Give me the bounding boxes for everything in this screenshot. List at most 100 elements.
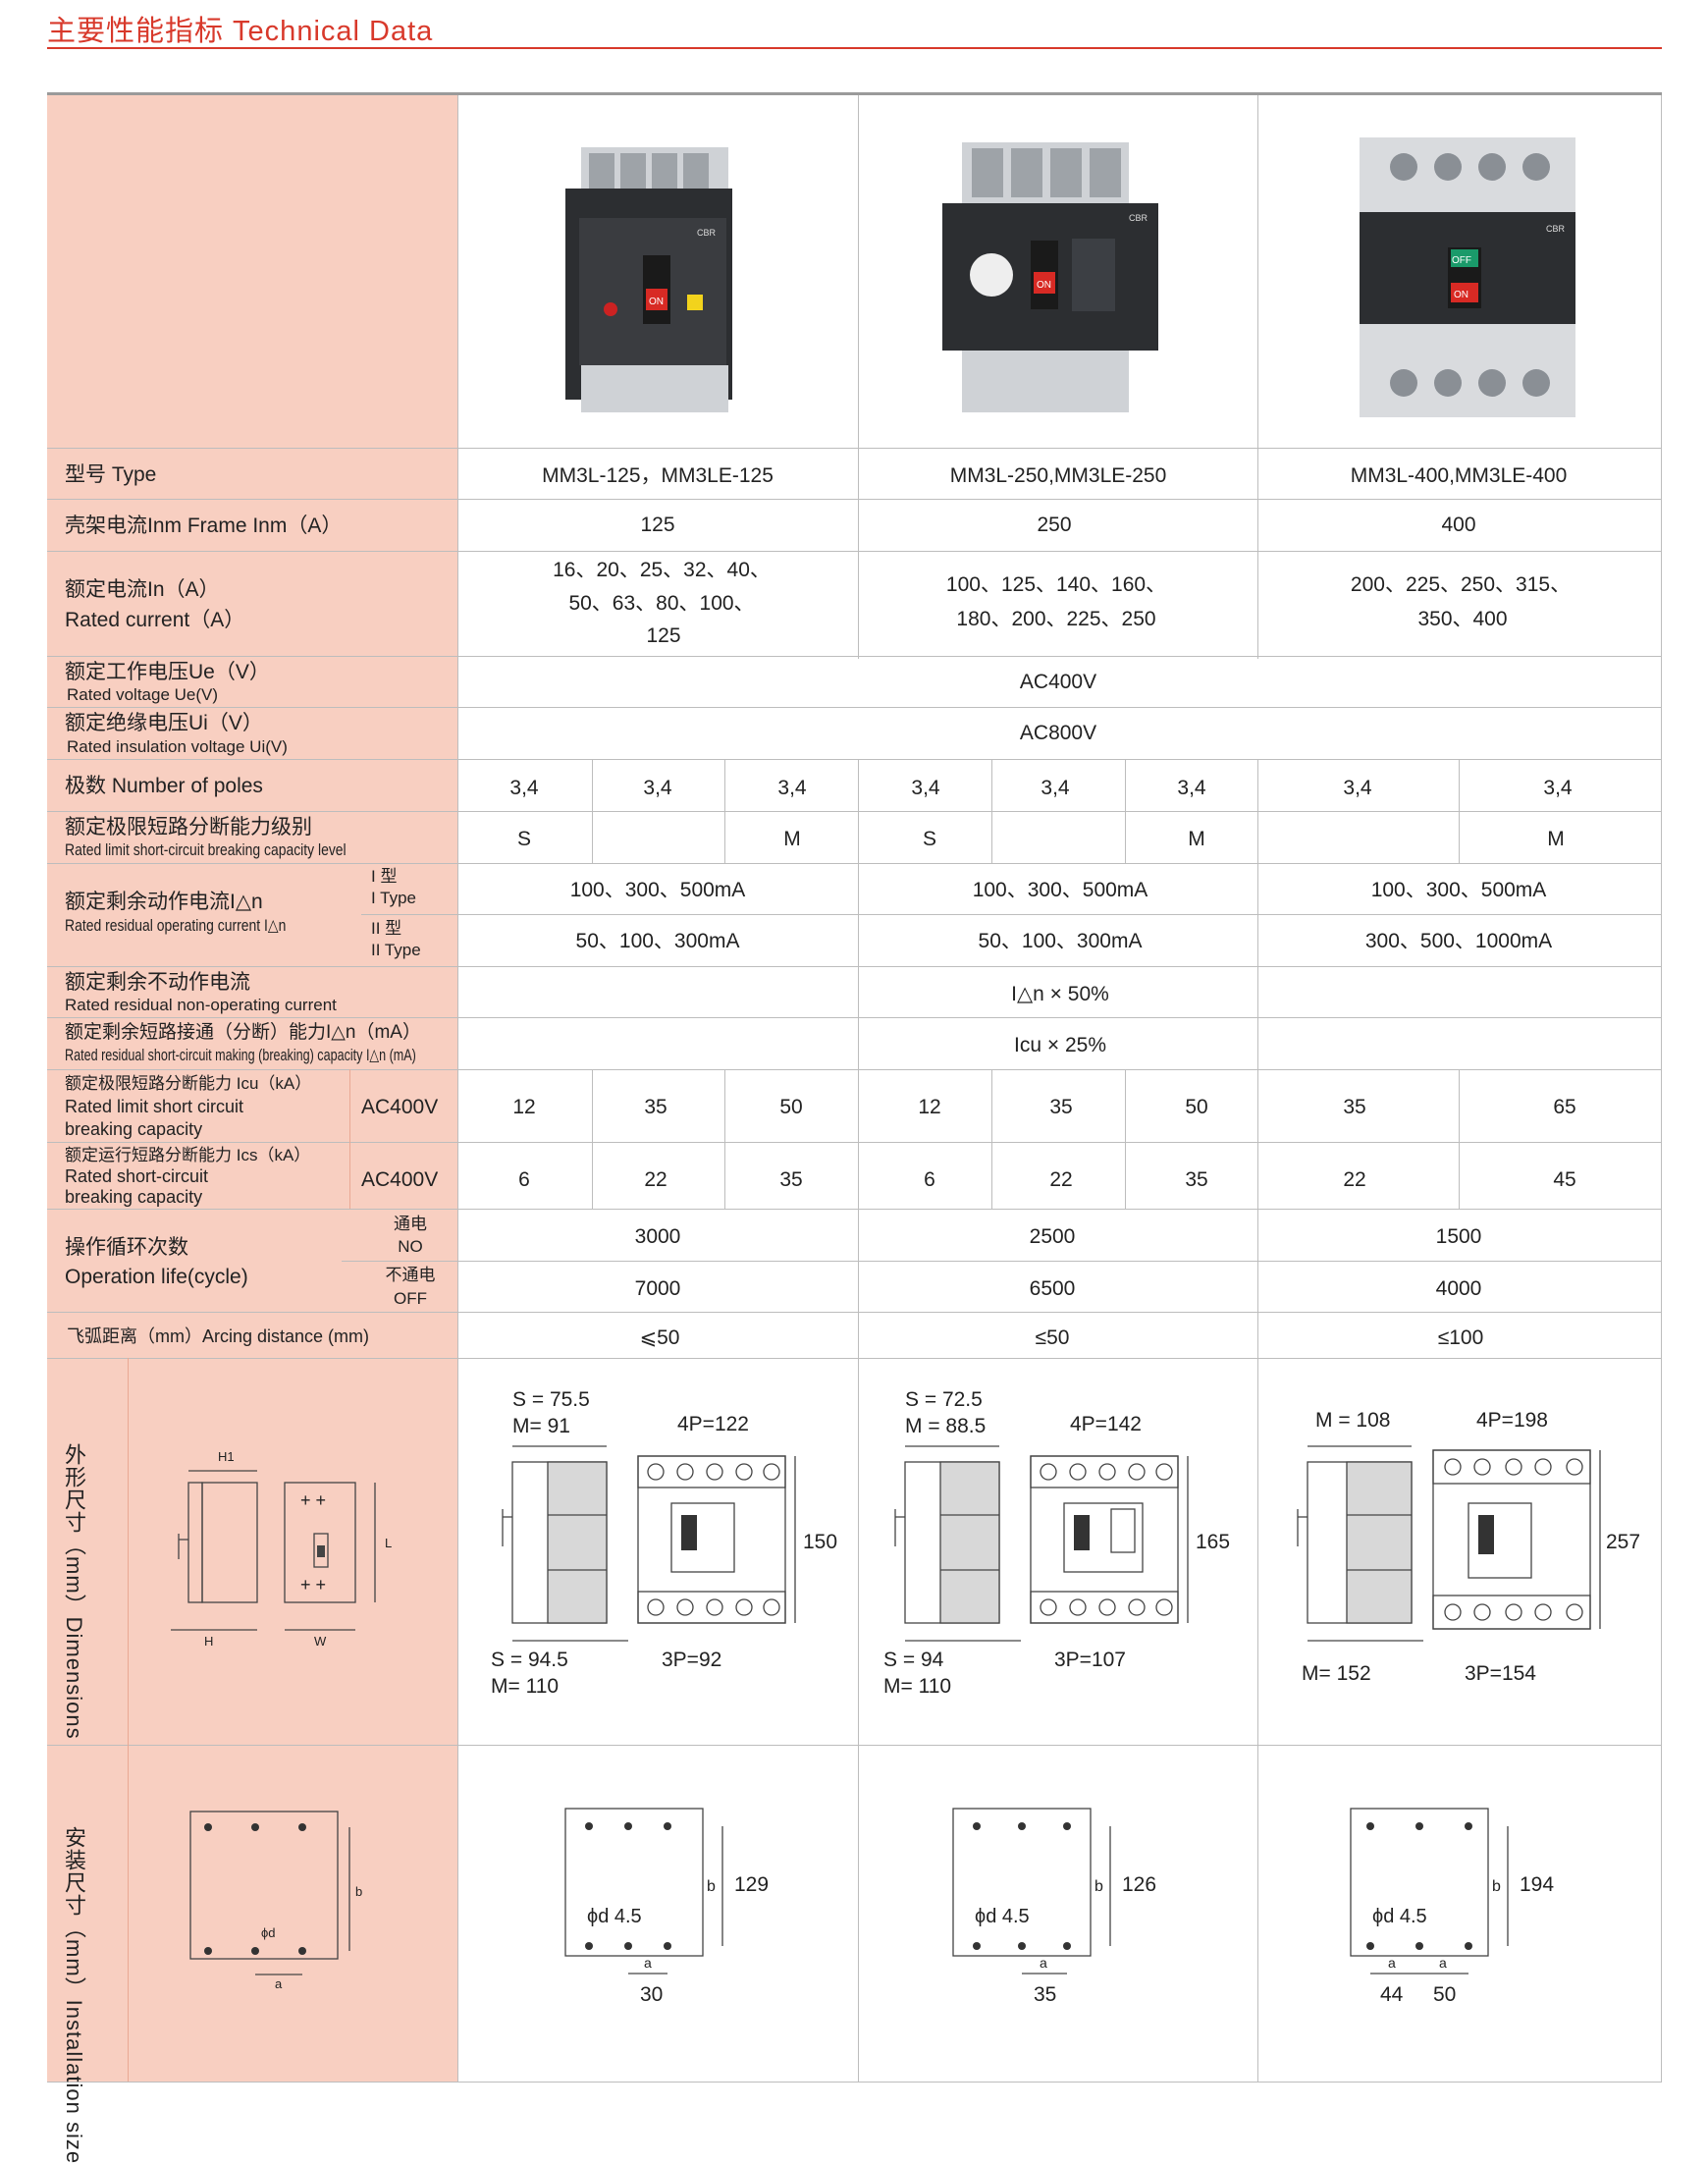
grid-line: [47, 1069, 1662, 1070]
cell-ue: AC400V: [1019, 671, 1097, 693]
dim-m-bot: M= 110: [883, 1675, 951, 1698]
grid-line: [592, 759, 593, 863]
grid-line: [47, 1142, 1662, 1143]
on-label: ON: [649, 297, 664, 307]
cell-ics: 6: [518, 1168, 530, 1191]
cell-ics: 6: [924, 1168, 935, 1191]
cell-type1: 100、300、500mA: [569, 879, 746, 901]
cell-arcing: ⩽50: [639, 1326, 680, 1349]
label-making-cn: 额定剩余短路接通（分断）能力I△n（mA）: [65, 1022, 421, 1043]
grid-line: [47, 448, 1662, 449]
cell-ics: 45: [1553, 1168, 1576, 1191]
label-icu-en2: breaking capacity: [65, 1119, 203, 1139]
cell-rated-current: 100、125、140、160、: [945, 573, 1167, 596]
grid-line: [1257, 95, 1258, 659]
label-on-en: NO: [398, 1237, 423, 1256]
install-drawing-400: b 194 ϕd 4.5 a a 44 50: [1350, 1808, 1554, 2006]
cell-op-off: 7000: [634, 1277, 681, 1300]
cell-frame: 125: [640, 514, 675, 536]
cell-arcing: ≤100: [1437, 1326, 1484, 1349]
cell-type2: 300、500、1000mA: [1364, 930, 1553, 952]
dim-m-bot: M= 110: [491, 1675, 559, 1698]
dim-m-bot: M= 152: [1302, 1662, 1371, 1685]
grid-line: [128, 1358, 129, 2082]
label-type1-en: I Type: [371, 889, 416, 907]
dimension-drawing-400: M = 108 4P=198 257 M= 152 3P=154: [1297, 1409, 1640, 1685]
install-spacing: 30: [640, 1983, 663, 2006]
l-label: L: [385, 1536, 392, 1550]
cell-ics: 22: [1343, 1168, 1366, 1191]
dim-3p: 3P=154: [1465, 1662, 1536, 1685]
dim-m-top: M = 108: [1315, 1409, 1390, 1432]
grid-line: [1459, 1069, 1460, 1209]
dim-s-bot: S = 94.5: [491, 1649, 568, 1671]
grid-line: [47, 551, 1662, 552]
install-hole-diameter: ϕd 4.5: [975, 1906, 1030, 1927]
cell-frame: 400: [1441, 514, 1476, 536]
grid-line: [1459, 759, 1460, 863]
cell-rated-current: 16、20、25、32、40、: [553, 559, 771, 581]
cell-poles: 3,4: [911, 777, 940, 799]
cell-ics: 22: [644, 1168, 667, 1191]
label-ics-en2: breaking capacity: [65, 1187, 203, 1207]
cell-poles: 3,4: [509, 777, 539, 799]
cell-ics: 35: [1185, 1168, 1208, 1191]
grid-line: [342, 1261, 1662, 1262]
label-level-en: Rated limit short-circuit breaking capac…: [65, 840, 347, 859]
grid-line: [47, 1745, 1662, 1746]
install-a: a: [1388, 1955, 1396, 1971]
label-dimensions: 外形尺寸（mm）Dimensions: [62, 1443, 86, 1740]
brand-label: CBR: [1129, 213, 1148, 223]
generic-dimension-drawing: H1 H + + + + W L: [171, 1449, 392, 1649]
label-arcing: 飞弧距离（mm）Arcing distance (mm): [67, 1326, 370, 1346]
grid-line: [47, 2082, 1662, 2083]
svg-text:+ +: + +: [300, 1490, 326, 1510]
label-type2-cn: II 型: [371, 919, 402, 938]
on-label: ON: [1037, 280, 1051, 291]
label-oplife-cn: 操作循环次数: [65, 1236, 188, 1259]
w-label: W: [314, 1634, 327, 1649]
cell-level: M: [1547, 828, 1565, 850]
cell-level: M: [1188, 828, 1205, 850]
brand-label: CBR: [1546, 224, 1566, 234]
dimension-drawing-125: S = 75.5 M= 91 4P=122 150 S = 94.5 M= 11…: [491, 1388, 837, 1698]
cell-making: Icu × 25%: [1014, 1034, 1106, 1056]
cell-rated-current: 50、63、80、100、: [568, 592, 755, 615]
install-a: a: [644, 1955, 652, 1971]
install-b: b: [707, 1878, 716, 1895]
cell-level: S: [516, 828, 532, 850]
cell-ui: AC800V: [1019, 722, 1097, 744]
label-nonop-cn: 额定剩余不动作电流: [65, 971, 250, 994]
cell-model: MM3L-250,MM3LE-250: [949, 464, 1167, 487]
grid-line: [457, 95, 458, 2082]
cell-poles: 3,4: [643, 777, 672, 799]
install-b: b: [1094, 1878, 1103, 1895]
install-spacing: 44: [1380, 1983, 1404, 2006]
label-rated-current-en: Rated current（A）: [65, 609, 245, 631]
install-a: a: [1040, 1955, 1047, 1971]
label-off-en: OFF: [394, 1289, 427, 1308]
grid-line: [47, 811, 1662, 812]
dimension-drawing-250: S = 72.5 M = 88.5 4P=142 165 S = 94 M= 1…: [883, 1388, 1230, 1698]
install-b: b: [1492, 1878, 1501, 1895]
label-install: 安装尺寸（mm）Installation size: [62, 1826, 86, 2164]
label-making-en: Rated residual short-circuit making (bre…: [65, 1046, 416, 1064]
grid-line: [361, 914, 1662, 915]
cell-op-off: 4000: [1435, 1277, 1482, 1300]
label-ui-en: Rated insulation voltage Ui(V): [67, 737, 288, 756]
cell-op-on: 1500: [1435, 1225, 1482, 1248]
breaker-photo-400: OFF ON CBR: [1360, 137, 1575, 417]
install-height: 126: [1122, 1873, 1156, 1896]
cell-level: S: [922, 828, 937, 850]
dim-3p: 3P=107: [1054, 1649, 1126, 1671]
grid-line: [1661, 95, 1662, 2082]
grid-line: [592, 1069, 593, 1209]
page-title: 主要性能指标 Technical Data: [47, 16, 434, 47]
install-drawing-250: b 126 ϕd 4.5 a 35: [952, 1808, 1156, 2006]
cell-icu: 12: [918, 1096, 941, 1118]
label-icu-en1: Rated limit short circuit: [65, 1097, 244, 1116]
label-residual-en: Rated residual operating current I△n: [65, 916, 287, 935]
cell-frame: 250: [1037, 514, 1072, 536]
label-icu-cn: 额定极限短路分断能力 Icu（kA）: [65, 1074, 312, 1093]
on-label: ON: [1454, 290, 1468, 300]
